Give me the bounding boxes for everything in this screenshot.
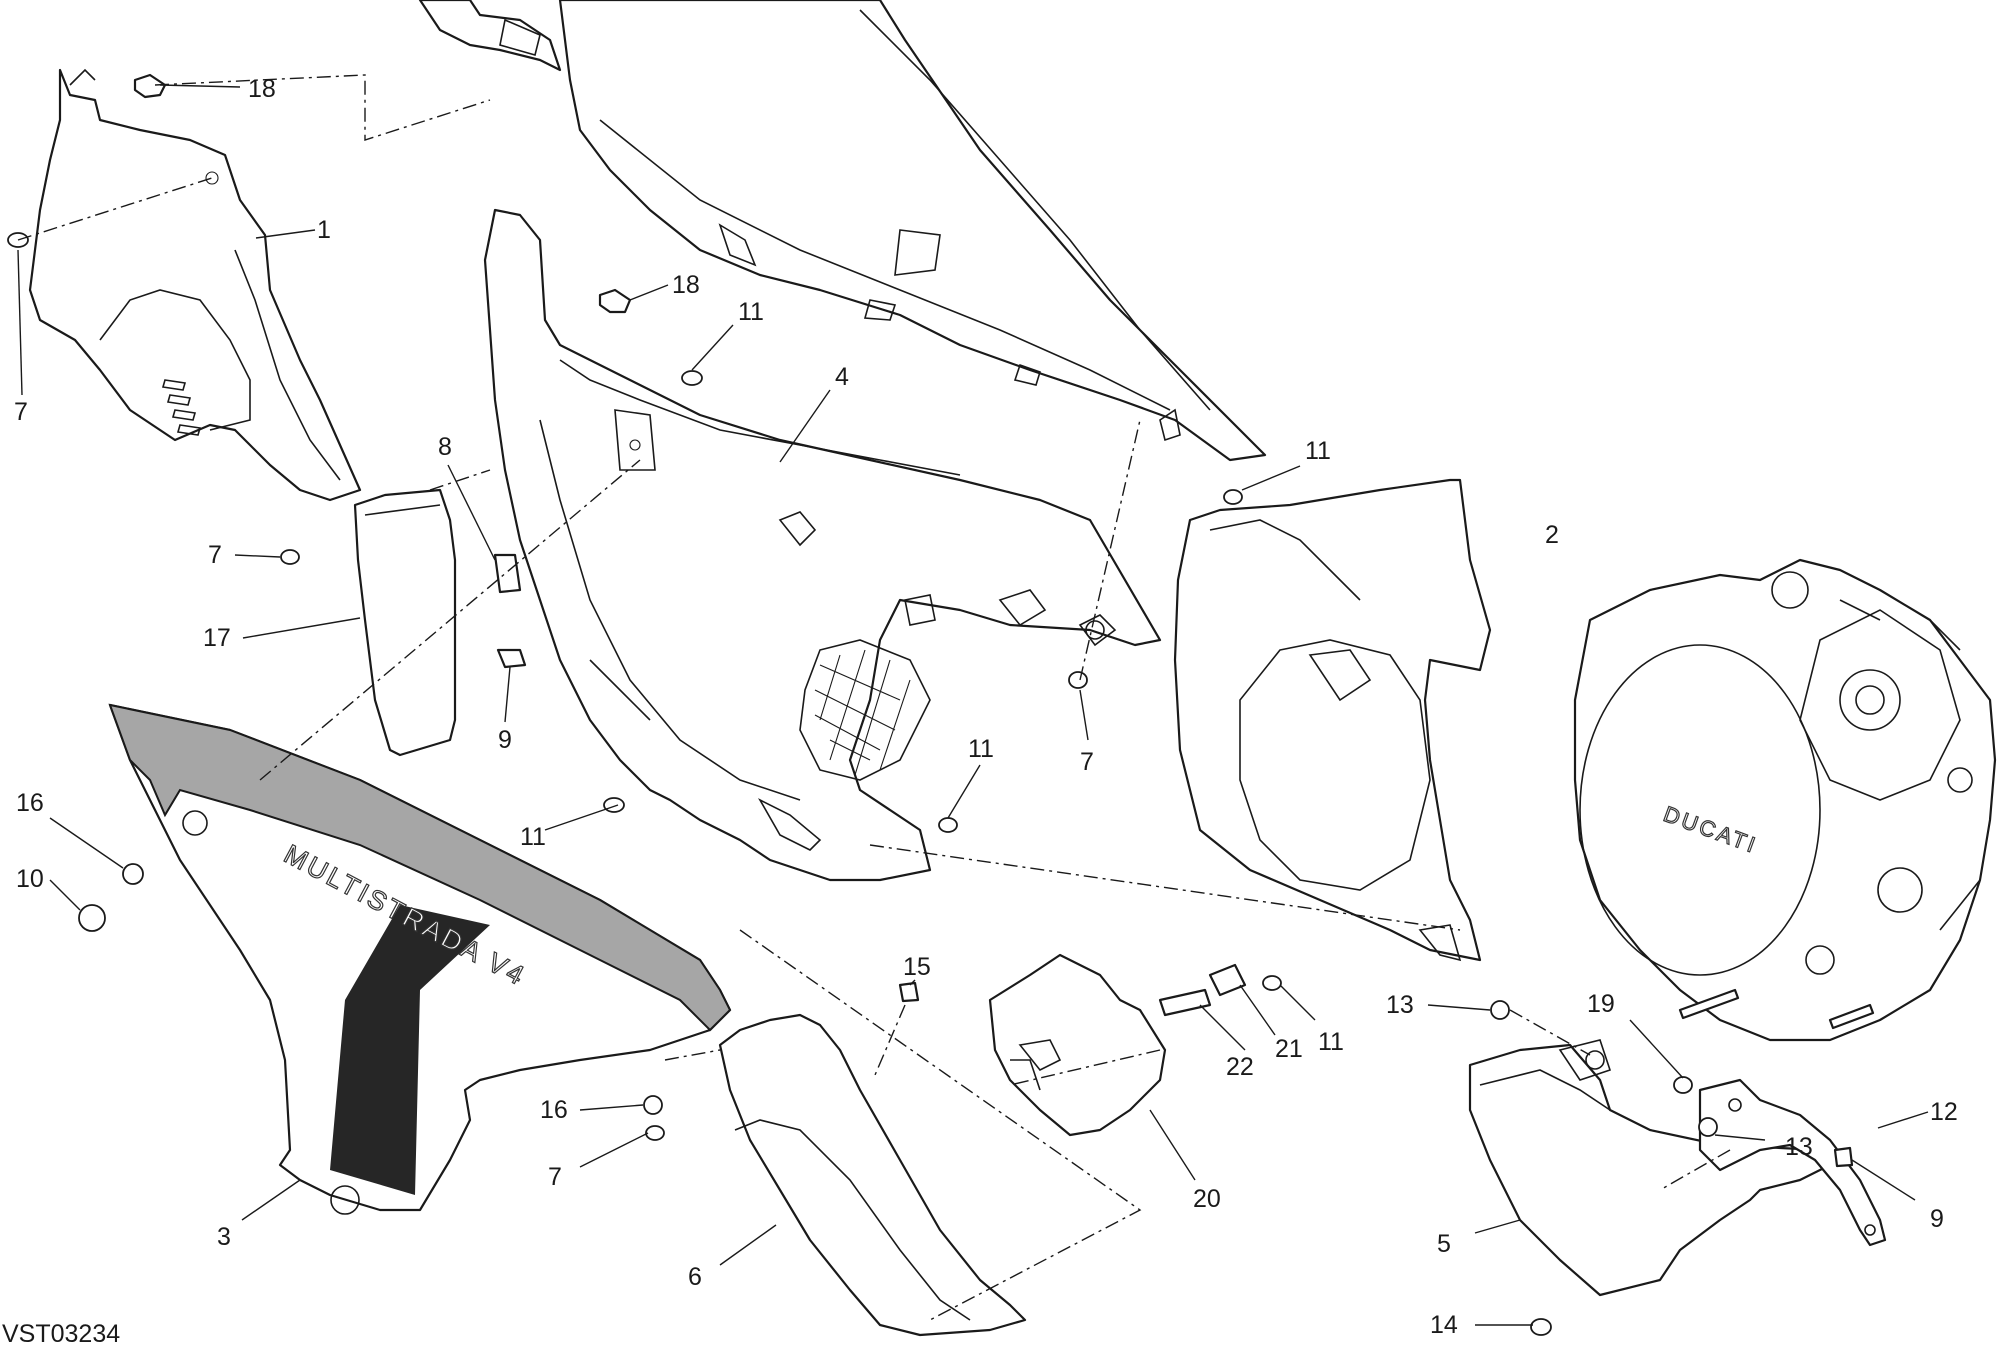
clip-9a: [496, 648, 527, 669]
mounting-bracket: [1698, 1078, 1887, 1247]
rubber-grommet-18b: [598, 288, 632, 314]
long-bolt-b: [1828, 1003, 1875, 1030]
small-cover-box: [988, 953, 1167, 1137]
upper-fairing-frame: [418, 0, 1267, 462]
callout-7: 7: [1080, 748, 1094, 776]
lower-right-panel: [1468, 1039, 1832, 1297]
callout-11: 11: [520, 823, 546, 851]
callout-11: 11: [1305, 437, 1331, 465]
callout-11: 11: [738, 298, 764, 326]
air-duct-strip: [353, 488, 457, 757]
callout-21: 21: [1275, 1035, 1303, 1063]
callout-8: 8: [438, 433, 452, 461]
callout-18: 18: [248, 75, 276, 103]
screw-19: [1673, 1076, 1693, 1094]
callout-4: 4: [835, 363, 849, 391]
right-side-panel: [1173, 478, 1492, 962]
callout-15: 15: [903, 953, 931, 981]
callout-12: 12: [1930, 1098, 1958, 1126]
clip-9b: [1833, 1146, 1854, 1168]
lower-air-duct: [718, 1013, 1027, 1337]
bushing-21: [1208, 963, 1247, 997]
left-side-panel: [28, 68, 362, 502]
screw-7b: [280, 549, 300, 565]
callout-13: 13: [1785, 1133, 1813, 1161]
screw-7d: [645, 1125, 665, 1141]
nut-13a: [1490, 1000, 1510, 1020]
callout-9: 9: [1930, 1205, 1944, 1233]
engine-clutch-cover: DUCATI: [1573, 558, 1997, 1042]
washer-16a: [122, 863, 144, 885]
rubber-grommet-18a: [133, 73, 167, 99]
nut-13b: [1698, 1117, 1718, 1137]
callout-18: 18: [672, 271, 700, 299]
callout-7: 7: [548, 1163, 562, 1191]
callout-13: 13: [1386, 991, 1414, 1019]
callout-3: 3: [217, 1223, 231, 1251]
callout-7: 7: [208, 541, 222, 569]
fasteners: [7, 73, 1875, 1336]
callout-7: 7: [14, 398, 28, 426]
callout-22: 22: [1226, 1053, 1254, 1081]
callout-16: 16: [16, 789, 44, 817]
screw-11e: [1262, 975, 1282, 991]
callout-17: 17: [203, 624, 231, 652]
screw-11a: [681, 370, 703, 386]
clip-8: [493, 553, 522, 594]
callout-9: 9: [498, 726, 512, 754]
document-id: VST03234: [2, 1320, 120, 1348]
callout-labels: 18 1 7 18 11 4 8 7 17 9 11 2 7 16 10 11 …: [2, 75, 1958, 1348]
callout-19: 19: [1587, 990, 1615, 1018]
callout-11: 11: [1318, 1028, 1344, 1056]
nut-10: [78, 904, 106, 932]
washer-16b: [643, 1095, 663, 1115]
callout-2: 2: [1545, 521, 1559, 549]
callout-6: 6: [688, 1263, 702, 1291]
screw-14: [1530, 1318, 1552, 1336]
callout-20: 20: [1193, 1185, 1221, 1213]
callout-1: 1: [317, 216, 331, 244]
long-bolt-a: [1678, 988, 1740, 1020]
assembly-lines: [17, 74, 1731, 1321]
leader-lines: [17, 84, 1929, 1326]
screw-7c: [1068, 671, 1088, 689]
spring-22: [1158, 988, 1212, 1017]
callout-16: 16: [540, 1096, 568, 1124]
callout-14: 14: [1430, 1311, 1458, 1339]
callout-10: 10: [16, 865, 44, 893]
center-inner-fairing: [483, 208, 1162, 882]
callout-11: 11: [968, 735, 994, 763]
screw-11d: [938, 817, 958, 833]
callout-5: 5: [1437, 1230, 1451, 1258]
screw-11c: [603, 797, 625, 813]
screw-11b: [1223, 489, 1243, 505]
clip-15: [898, 981, 920, 1003]
front-fairing-panel: MULTISTRADA V4: [108, 703, 732, 1215]
fairing-black-decal: [330, 905, 490, 1195]
